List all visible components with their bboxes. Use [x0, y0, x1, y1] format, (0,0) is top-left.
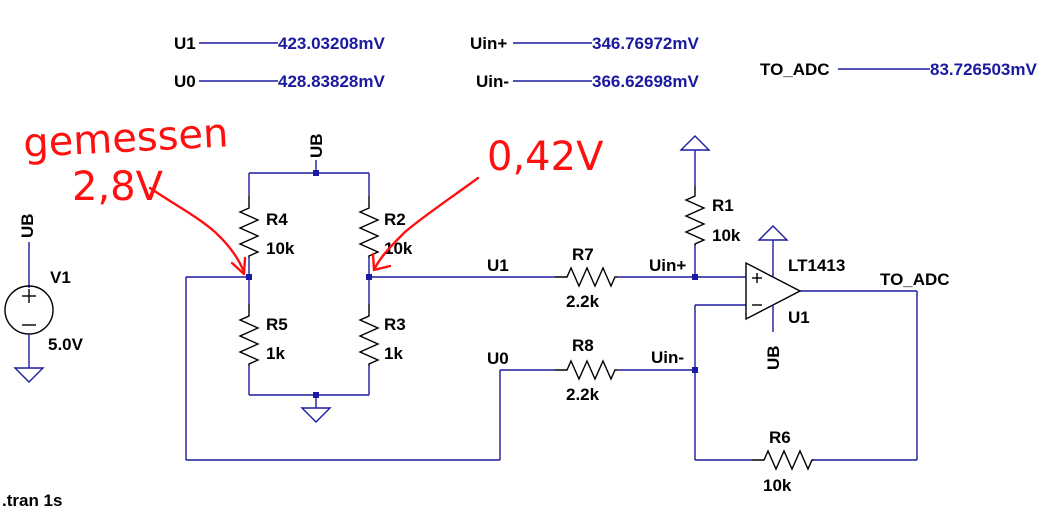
resistor-r2[interactable]: R2 10k — [358, 196, 413, 258]
probe-u1-net: U1 — [174, 34, 196, 53]
opamp-name: U1 — [788, 308, 810, 327]
v1-supply-label: UB — [18, 213, 37, 238]
v1-name: V1 — [50, 268, 71, 287]
voltage-source-v1[interactable]: UB V1 5.0V — [4, 213, 84, 383]
probe-uin-plus-net: Uin+ — [470, 34, 507, 53]
probe-u0-net: U0 — [174, 72, 196, 91]
opamp-wires — [617, 135, 918, 461]
v1-value: 5.0V — [48, 335, 84, 354]
probe-u0-value: 428.83828mV — [278, 72, 385, 91]
r1-name: R1 — [712, 196, 734, 215]
net-label-uin-plus: Uin+ — [649, 256, 686, 275]
probe-to-adc-value: 83.726503mV — [930, 60, 1037, 79]
r7-value: 2.2k — [566, 292, 600, 311]
opamp-supply-arrow-icon — [757, 225, 789, 241]
annotation-right-arrow — [373, 176, 480, 270]
annotation-right-arrowhead-icon — [371, 252, 392, 272]
probe-uin-minus-value: 366.62698mV — [592, 72, 699, 91]
opamp-model: LT1413 — [788, 256, 845, 275]
r4-name: R4 — [266, 210, 288, 229]
net-label-uin-minus: Uin- — [651, 348, 684, 367]
probe-u1: U1 423.03208mV — [174, 34, 385, 53]
annotation-left-arrow — [148, 186, 246, 274]
annotation-left-line1: gemessen — [22, 110, 229, 167]
bridge-wires — [185, 160, 555, 461]
r5-name: R5 — [266, 315, 288, 334]
probe-to-adc: TO_ADC 83.726503mV — [760, 60, 1037, 79]
probe-uin-minus-net: Uin- — [476, 72, 509, 91]
r8-value: 2.2k — [566, 385, 600, 404]
annotation-right: 0,42V — [371, 134, 604, 272]
resistor-r6[interactable]: R6 10k — [752, 428, 814, 495]
r1-value: 10k — [712, 226, 741, 245]
resistor-r3[interactable]: R3 1k — [358, 304, 406, 366]
r5-value: 1k — [266, 344, 285, 363]
opamp-u1[interactable]: LT1413 U1 UB — [745, 225, 845, 370]
net-label-u1: U1 — [487, 256, 509, 275]
probe-uin-minus: Uin- 366.62698mV — [476, 72, 699, 91]
r8-name: R8 — [572, 336, 594, 355]
spice-directive[interactable]: .tran 1s — [2, 491, 62, 510]
annotation-left-arrowhead-icon — [230, 256, 247, 276]
r3-value: 1k — [384, 344, 403, 363]
probe-u0: U0 428.83828mV — [174, 72, 385, 91]
r6-value: 10k — [763, 476, 792, 495]
r6-name: R6 — [769, 428, 791, 447]
probe-uin-plus-value: 346.76972mV — [592, 34, 699, 53]
probe-uin-plus: Uin+ 346.76972mV — [470, 34, 699, 53]
bridge-supply-label: UB — [307, 133, 326, 158]
r2-value: 10k — [384, 239, 413, 258]
bridge-ground-icon — [300, 407, 332, 423]
r3-name: R3 — [384, 315, 406, 334]
annotation-left-line2: 2,8V — [72, 164, 164, 210]
probe-u1-value: 423.03208mV — [278, 34, 385, 53]
annotation-right-text: 0,42V — [487, 134, 604, 180]
net-label-to-adc: TO_ADC — [880, 270, 950, 289]
resistor-r7[interactable]: R7 2.2k — [555, 245, 617, 311]
resistor-r8[interactable]: R8 2.2k — [555, 336, 617, 404]
r1-supply-arrow-icon — [679, 135, 711, 151]
resistor-r5[interactable]: R5 1k — [238, 304, 288, 366]
annotation-left: gemessen 2,8V — [22, 110, 247, 276]
net-label-u0: U0 — [487, 349, 509, 368]
junction-dots — [246, 170, 698, 398]
resistor-r4[interactable]: R4 10k — [238, 196, 295, 258]
r7-name: R7 — [572, 245, 594, 264]
r4-value: 10k — [266, 239, 295, 258]
probe-to-adc-net: TO_ADC — [760, 60, 830, 79]
resistor-r1[interactable]: R1 10k — [684, 186, 741, 246]
r2-name: R2 — [384, 210, 406, 229]
opamp-supply-label: UB — [764, 345, 783, 370]
v1-ground-icon — [13, 367, 45, 383]
